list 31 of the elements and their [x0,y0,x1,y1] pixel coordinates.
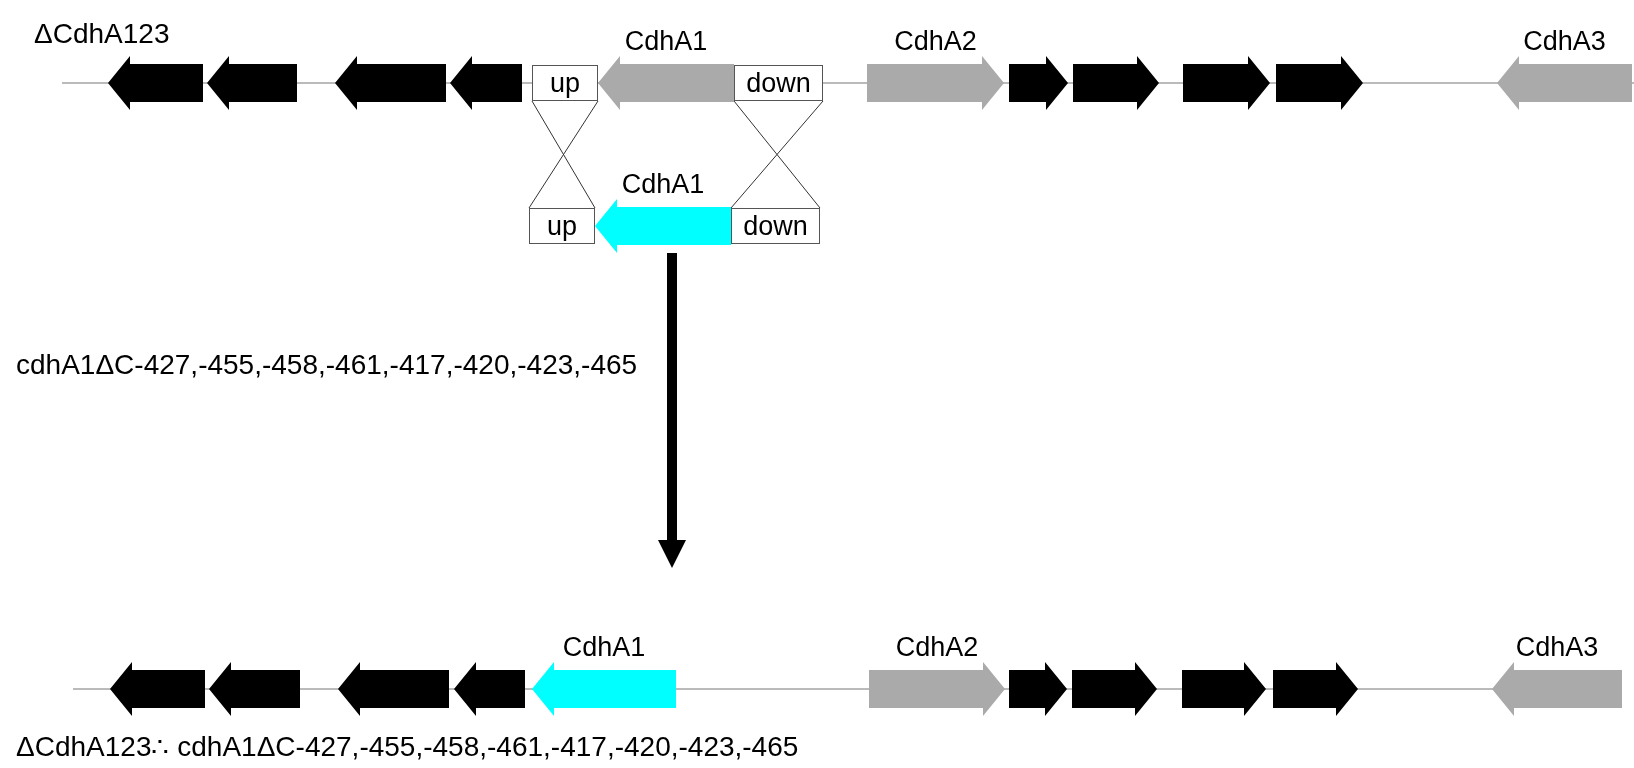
gene-symbol [1182,662,1266,716]
flank-box: up [532,65,598,101]
gene-symbol [454,662,525,716]
gene-symbol [1009,662,1067,716]
gene-label: CdhA2 [895,632,979,662]
gene-symbol [338,662,449,716]
gene-symbol [1072,662,1157,716]
gene-symbol [1183,56,1270,110]
strain-label: ΔCdhA123∴ cdhA1ΔC-427,-455,-458,-461,-417,-420,-423,-465 [16,731,799,763]
gene-symbol [450,56,522,110]
gene-symbol [1009,56,1068,110]
gene-label: CdhA1 [562,632,646,662]
flow-arrow [658,253,686,568]
gene-label: CdhA3 [1515,632,1599,662]
gene-label: CdhA1 [624,26,708,56]
gene-label: CdhA1 [621,169,705,199]
flank-box: up [529,208,595,244]
gene-symbol [207,56,297,110]
gene-symbol [1276,56,1363,110]
flank-box: down [734,65,823,101]
flank-box: down [731,208,820,244]
strain-label: ΔCdhA123 [34,18,170,50]
gene-symbol [335,56,446,110]
gene-symbol [108,56,203,110]
gene-symbol [1073,56,1159,110]
gene-symbol [110,662,205,716]
gene-label: CdhA2 [894,26,977,56]
gene-symbol [209,662,300,716]
edge-label: cdhA1ΔC-427,-455,-458,-461,-417,-420,-423,-465 [16,349,638,381]
gene-label: CdhA3 [1523,26,1606,56]
gene-symbol [1273,662,1358,716]
